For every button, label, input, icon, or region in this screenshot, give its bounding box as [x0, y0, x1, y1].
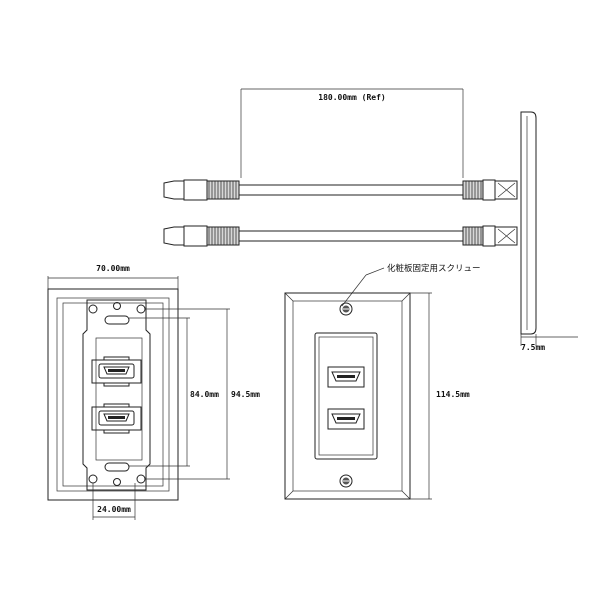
- screw-callout: 化粧板固定用スクリュー: [387, 263, 481, 274]
- outer-height-label: 94.5mm: [231, 390, 260, 399]
- hdmi-cable-top: [163, 179, 518, 201]
- back-view: 70.00mm: [47, 264, 260, 520]
- hdmi-port-upper: [327, 366, 365, 388]
- cable-length-label: 180.00mm (Ref): [318, 93, 385, 102]
- cable-dimension: 180.00mm (Ref): [240, 88, 464, 178]
- screw-bottom: [339, 474, 353, 488]
- inner-height-label: 84.0mm: [190, 390, 219, 399]
- hdmi-cable-bottom: [163, 225, 518, 247]
- width-label: 70.00mm: [96, 264, 130, 273]
- hdmi-module-back-upper: [91, 356, 142, 387]
- front-height-label: 114.5mm: [436, 390, 470, 399]
- thickness-label: 7.5mm: [521, 343, 545, 352]
- screw-spacing-label: 24.00mm: [97, 505, 131, 514]
- screw-top: [339, 302, 353, 316]
- hdmi-port-lower: [327, 408, 365, 430]
- hdmi-module-back-lower: [91, 403, 142, 434]
- front-view: 化粧板固定用スクリュー: [284, 263, 481, 500]
- side-view: 7.5mm: [520, 111, 578, 352]
